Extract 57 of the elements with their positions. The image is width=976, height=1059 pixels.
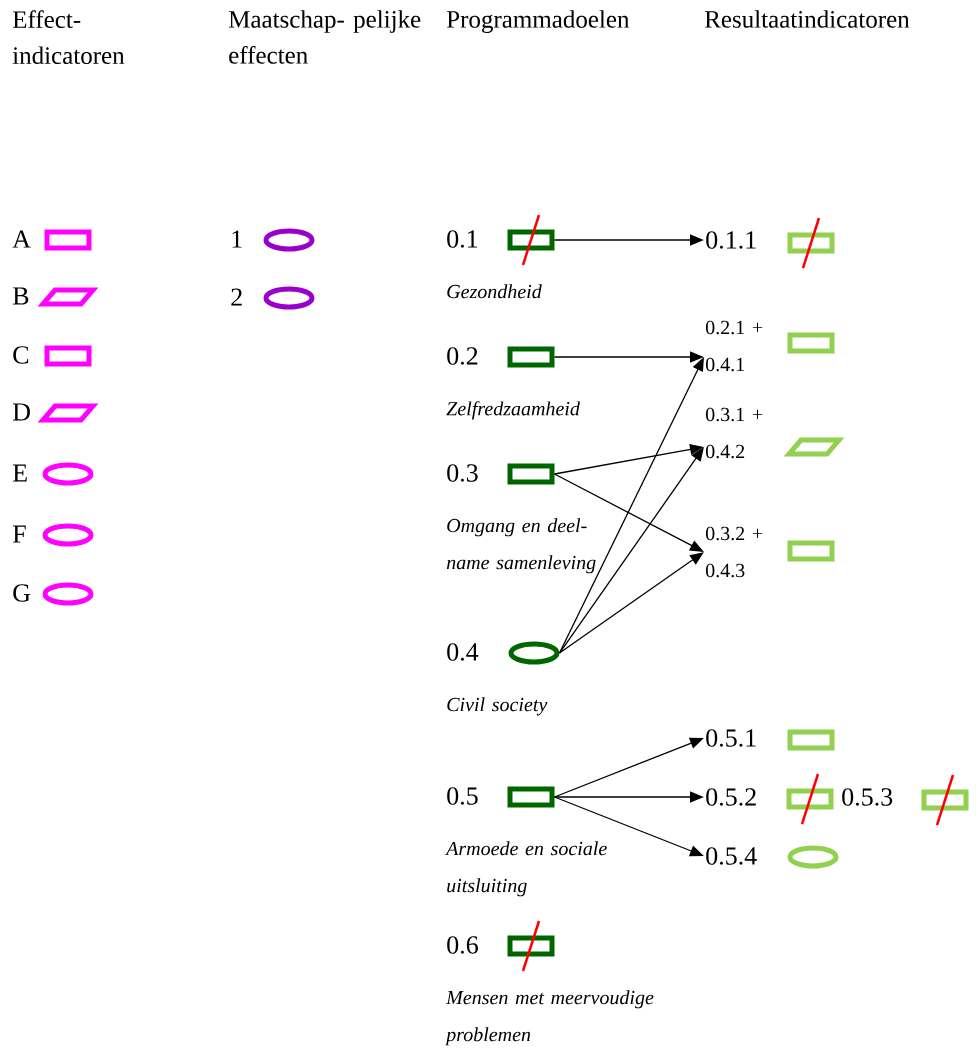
caption: Omgang en deel- name samenleving [446, 518, 596, 574]
arrow [558, 447, 704, 654]
rectangle-symbol [507, 786, 555, 808]
code-label: 2 [231, 288, 242, 306]
indicator-code: 0.5.3 [842, 788, 893, 806]
ellipse-symbol [263, 286, 315, 310]
ellipse-symbol [263, 228, 315, 252]
code-label: F [12, 525, 26, 543]
rectangle-symbol [787, 540, 835, 562]
ellipse-symbol [42, 523, 94, 547]
indicator-code: 0.5.2 [706, 788, 756, 806]
code-label: 0.1 [447, 230, 478, 248]
code-label: E [12, 464, 27, 482]
code-label: D [12, 403, 30, 421]
indicator-code: 0.5.1 [706, 729, 756, 747]
indicator-code: 0.5.4 [706, 847, 757, 865]
rectangle-symbol [787, 332, 835, 354]
code-label: 0.4 [447, 643, 479, 661]
column-heading: Effect- indicatoren [12, 10, 125, 65]
rectangle-symbol [787, 729, 835, 751]
crossed-rectangle-symbol [507, 920, 555, 972]
code-label: A [12, 230, 31, 248]
ellipse-symbol [42, 462, 94, 486]
column-heading: Resultaatindicatoren [704, 10, 910, 28]
ellipse-symbol [42, 582, 94, 606]
arrow [558, 552, 704, 654]
arrow [558, 357, 704, 654]
caption: Armoede en sociale uitsluiting [445, 841, 607, 897]
code-label: G [13, 584, 31, 602]
code-label: 1 [232, 230, 242, 248]
code-label: 0.3 [447, 464, 478, 482]
caption: Civil society [447, 697, 548, 716]
crossed-rectangle-symbol [921, 774, 969, 826]
indicator-code: 0.3.1 + 0.4.2 [705, 407, 763, 459]
caption: Mensen met meervoudige problemen [445, 990, 654, 1046]
indicator-code: 0.3.2 + 0.4.3 [705, 526, 763, 578]
code-label: 0.6 [447, 936, 478, 954]
column-heading: Maatschap- pelijke effecten [228, 10, 421, 64]
code-label: B [12, 287, 29, 305]
rectangle-symbol [44, 229, 92, 251]
crossed-rectangle-symbol [786, 773, 834, 825]
code-label: C [13, 346, 29, 364]
code-label: 0.5 [447, 787, 478, 805]
ellipse-symbol [508, 641, 560, 665]
code-label: 0.2 [447, 347, 478, 365]
rectangle-symbol [44, 345, 92, 367]
crossed-rectangle-symbol [507, 214, 555, 266]
ellipse-symbol [787, 845, 839, 869]
caption: Zelfredzaamheid [446, 401, 580, 420]
indicator-code: 0.2.1 + 0.4.1 [705, 320, 763, 372]
indicator-code: 0.1.1 [706, 231, 756, 249]
column-heading: Programmadoelen [446, 10, 630, 33]
rectangle-symbol [507, 463, 555, 485]
arrow [553, 473, 704, 552]
rectangle-symbol [507, 346, 555, 368]
crossed-rectangle-symbol [787, 217, 835, 269]
caption: Gezondheid [447, 284, 542, 299]
